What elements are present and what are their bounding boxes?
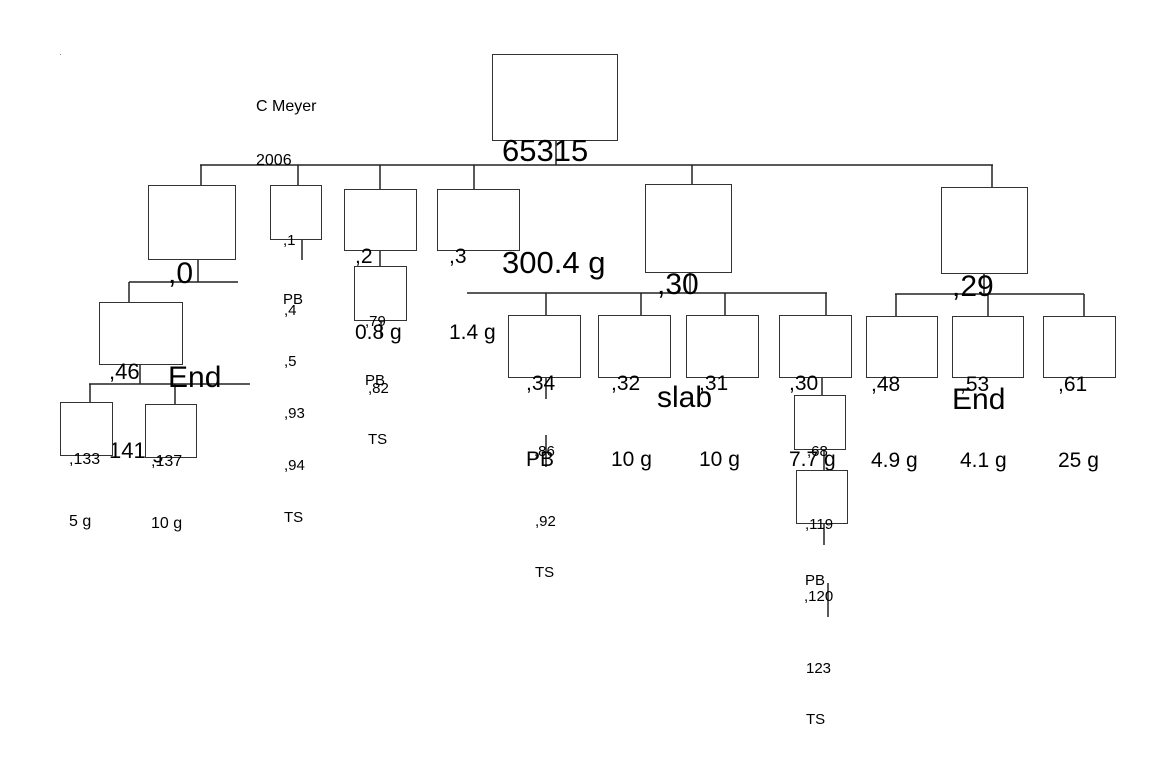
node-id: ,2	[355, 245, 373, 269]
node-137[interactable]: ,137 10 g	[145, 404, 197, 532]
node-86: ,86	[534, 410, 555, 494]
node-label: 10 g	[151, 514, 183, 532]
node-id: ,0	[168, 257, 194, 290]
node-3[interactable]: ,3 1.4 g	[437, 189, 520, 344]
node-id: ,119	[805, 515, 834, 533]
node-label: 4.1 g	[960, 448, 1007, 472]
node-id: ,53	[960, 373, 990, 397]
root-id: 65315	[502, 133, 589, 169]
node-id: ,79	[365, 313, 386, 330]
node-34-pb[interactable]: ,34 PB	[508, 315, 581, 471]
text-node: ,82	[368, 379, 389, 397]
text-node: ,120	[804, 587, 834, 605]
node-id: ,30	[657, 268, 699, 301]
node-1-pb[interactable]: ,1 PB	[270, 185, 322, 308]
text-node: TS	[368, 431, 388, 449]
node-id: ,34	[526, 372, 556, 396]
node-92-ts: ,92 TS	[535, 478, 556, 616]
node-68[interactable]: ,68	[794, 395, 846, 459]
author-credit: C Meyer 2006	[256, 62, 316, 205]
node-29-end[interactable]: ,29 End	[941, 187, 1028, 416]
author-year: 2006	[256, 151, 292, 169]
node-label: 7.7 g	[789, 447, 836, 471]
node-label: End	[168, 360, 222, 394]
node-32[interactable]: ,32 10 g	[598, 315, 671, 471]
text-node: ,86	[534, 442, 555, 460]
subdivision-diagram: C Meyer 2006 65315 300.4 g ,0 End ,1 PB …	[60, 54, 1116, 728]
node-133[interactable]: ,133 5 g	[60, 402, 113, 530]
text-node: 123	[806, 659, 832, 677]
node-id: ,61	[1058, 373, 1088, 397]
node-id: ,30	[789, 372, 819, 396]
root-node[interactable]: 65315 300.4 g	[492, 54, 618, 280]
node-82-ts: ,82 TS	[368, 345, 389, 483]
text-node: ,92	[535, 512, 556, 530]
text-node: TS	[806, 711, 826, 729]
node-53[interactable]: ,53 4.1 g	[952, 316, 1024, 472]
node-id: ,1	[283, 232, 296, 249]
text-node: ,93	[284, 405, 305, 422]
text-node: TS	[535, 564, 555, 582]
node-120: ,120	[804, 555, 833, 639]
node-label: 4.9 g	[871, 448, 918, 472]
node-30-7g[interactable]: ,30 7.7 g	[779, 315, 852, 471]
node-30-slab[interactable]: ,30 slab	[645, 184, 732, 414]
node-label: slab	[657, 380, 713, 414]
node-id: ,31	[699, 372, 729, 396]
node-0-end[interactable]: ,0 End	[148, 185, 236, 394]
text-node: ,94	[284, 456, 305, 474]
node-79-pb[interactable]: ,79 PB	[354, 266, 407, 389]
node-label: PB	[365, 371, 386, 389]
root-mass: 300.4 g	[502, 244, 606, 280]
text-node: ,4	[284, 301, 297, 319]
node-label: 10 g	[699, 447, 740, 471]
node-46[interactable]: ,46 141 g	[99, 302, 183, 463]
node-123-ts: 123 TS	[806, 625, 831, 763]
node-label: 5 g	[69, 512, 92, 530]
node-label: 0.8 g	[355, 320, 402, 344]
node-2[interactable]: ,2 0.8 g	[344, 189, 417, 344]
stray-dot	[60, 54, 61, 55]
node-id: ,32	[611, 372, 641, 396]
node-1-descendants: ,4 ,5 ,93 ,94 TS	[284, 267, 305, 560]
node-label: PB	[526, 447, 555, 471]
node-id: ,46	[109, 358, 140, 384]
node-id: ,3	[449, 245, 467, 269]
node-label: PB	[283, 290, 304, 308]
text-node: TS	[284, 508, 304, 526]
node-id: ,133	[69, 450, 101, 468]
node-label: 10 g	[611, 447, 652, 471]
node-48[interactable]: ,48 4.9 g	[866, 316, 938, 472]
node-label: End	[952, 382, 1006, 416]
node-id: ,29	[952, 270, 994, 303]
node-label: 25 g	[1058, 448, 1099, 472]
connector-lines	[89, 140, 1085, 617]
text-node: ,5	[284, 353, 297, 371]
node-119-pb[interactable]: ,119 PB	[796, 470, 848, 589]
node-61[interactable]: ,61 25 g	[1043, 316, 1116, 472]
node-31[interactable]: ,31 10 g	[686, 315, 759, 471]
node-id: ,68	[807, 442, 828, 460]
node-label: PB	[805, 571, 826, 589]
node-id: ,48	[871, 373, 901, 397]
author-name: C Meyer	[256, 97, 317, 115]
node-id: ,137	[151, 452, 183, 470]
node-label: 1.4 g	[449, 320, 496, 344]
